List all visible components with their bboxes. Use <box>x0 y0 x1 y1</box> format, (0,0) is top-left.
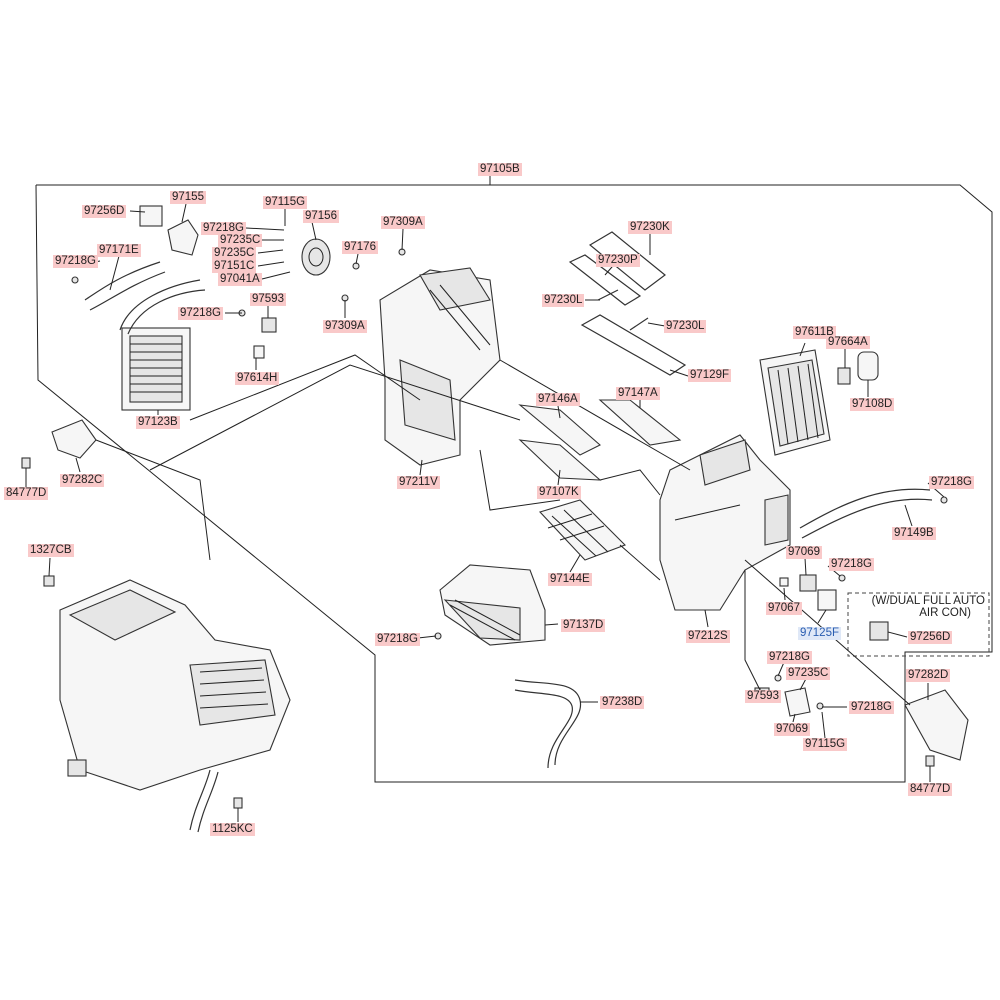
label-97235C-c: 97235C <box>786 667 831 680</box>
label-97256D-b: 97256D <box>908 631 953 644</box>
actuator-97069-b-shape <box>784 687 811 717</box>
option-box-outline <box>847 592 990 657</box>
label-97156: 97156 <box>303 210 339 223</box>
label-97235C-b: 97235C <box>212 247 257 260</box>
label-97137D: 97137D <box>561 619 606 632</box>
label-84777D-b: 84777D <box>908 783 953 796</box>
label-97211V: 97211V <box>397 476 440 489</box>
bracket-97282D-shape <box>904 689 969 761</box>
sensor-97614H-shape <box>253 345 265 359</box>
actuator-97125F-shape <box>817 589 837 611</box>
label-97230L-a: 97230L <box>542 294 585 307</box>
label-97067: 97067 <box>766 602 802 615</box>
label-97171E: 97171E <box>97 244 141 257</box>
link-97129F-shape <box>580 314 687 376</box>
option-note-line2: AIR CON) <box>919 607 971 619</box>
screw-1125KC-shape <box>233 797 243 809</box>
label-97614H: 97614H <box>235 372 280 385</box>
seal-97067-shape <box>779 577 789 587</box>
label-97218G-d: 97218G <box>929 476 974 489</box>
option-note-line1: (W/DUAL FULL AUTO <box>871 595 985 607</box>
label-97115G-b: 97115G <box>803 738 848 751</box>
assembled-unit-shape <box>59 579 291 833</box>
label-97218G-h: 97218G <box>849 701 894 714</box>
bracket-97155-shape <box>167 219 199 256</box>
label-97147A: 97147A <box>616 387 660 400</box>
link-97230K-shape <box>588 231 666 291</box>
label-97218G-c: 97218G <box>178 307 223 320</box>
label-97238D: 97238D <box>600 696 645 709</box>
seal-97664A-shape <box>837 367 851 385</box>
label-97212S: 97212S <box>686 630 730 643</box>
label-97129F: 97129F <box>688 369 732 382</box>
label-97309A-a: 97309A <box>381 216 425 229</box>
label-97069-a: 97069 <box>786 546 822 559</box>
label-97309A-b: 97309A <box>323 320 367 333</box>
blower-housing-shape <box>439 564 546 646</box>
label-97146A: 97146A <box>536 393 580 406</box>
label-97282C: 97282C <box>60 474 105 487</box>
label-97115G: 97115G <box>263 196 308 209</box>
label-97230P: 97230P <box>596 254 640 267</box>
label-97611B: 97611B <box>793 326 836 339</box>
hose-97149B-shape <box>799 488 933 539</box>
screw-84777D-a-shape <box>21 457 31 469</box>
label-97235C-a: 97235C <box>218 234 263 247</box>
actuator-97256D-shape <box>139 205 163 227</box>
door-97146A-shape <box>518 404 601 456</box>
label-97593-a: 97593 <box>250 293 286 306</box>
label-1327CB: 1327CB <box>28 544 74 557</box>
actuator-97256D-b-shape <box>869 621 889 641</box>
motor-97156-shape <box>301 238 331 276</box>
grille-97144E-shape <box>538 499 626 561</box>
actuator-97069-shape <box>799 574 817 592</box>
label-97218G-f: 97218G <box>375 633 420 646</box>
link-97230P-shape <box>568 254 642 306</box>
label-97149B: 97149B <box>892 527 936 540</box>
label-97155: 97155 <box>170 191 206 204</box>
label-assembly: 97105B <box>478 163 522 176</box>
label-97218G-g: 97218G <box>767 651 812 664</box>
option-note: (W/DUAL FULL AUTO AIR CON) <box>850 595 985 619</box>
label-97125F: 97125F <box>798 627 842 640</box>
heater-core-shape <box>121 327 191 411</box>
screw-84777D-b-shape <box>925 755 935 767</box>
bracket-97282C-shape <box>51 419 97 459</box>
label-1125KC: 1125KC <box>210 823 255 836</box>
label-97282D: 97282D <box>906 669 951 682</box>
assembly-boundary <box>35 184 993 783</box>
label-97041A: 97041A <box>218 273 262 286</box>
gasket-97108D-shape <box>857 351 879 381</box>
grommet-97593-shape <box>261 317 277 333</box>
label-97218G-e: 97218G <box>829 558 874 571</box>
label-97107K: 97107K <box>537 486 581 499</box>
door-97147A-shape <box>598 399 682 446</box>
label-97230K: 97230K <box>628 221 672 234</box>
label-97664A: 97664A <box>826 336 870 349</box>
label-97256D: 97256D <box>82 205 127 218</box>
label-97230L-b: 97230L <box>664 320 707 333</box>
label-97144E: 97144E <box>548 573 592 586</box>
fastener-1327CB-shape <box>43 575 55 587</box>
cabin-filter-shape <box>759 349 831 456</box>
label-97218G-b: 97218G <box>53 255 98 268</box>
label-97151C: 97151C <box>212 260 257 273</box>
upper-case-shape <box>379 267 501 466</box>
label-97218G-a: 97218G <box>201 222 246 235</box>
leader-lines <box>25 203 945 822</box>
label-97108D: 97108D <box>850 398 895 411</box>
label-97593-b: 97593 <box>745 690 781 703</box>
label-97176: 97176 <box>342 241 378 254</box>
label-97123B: 97123B <box>136 416 180 429</box>
lower-case-shape <box>659 434 791 611</box>
label-84777D-a: 84777D <box>4 487 49 500</box>
hose-97238D-shape <box>514 679 582 769</box>
label-97069-b: 97069 <box>774 723 810 736</box>
heater-pipe-shape <box>84 261 206 335</box>
